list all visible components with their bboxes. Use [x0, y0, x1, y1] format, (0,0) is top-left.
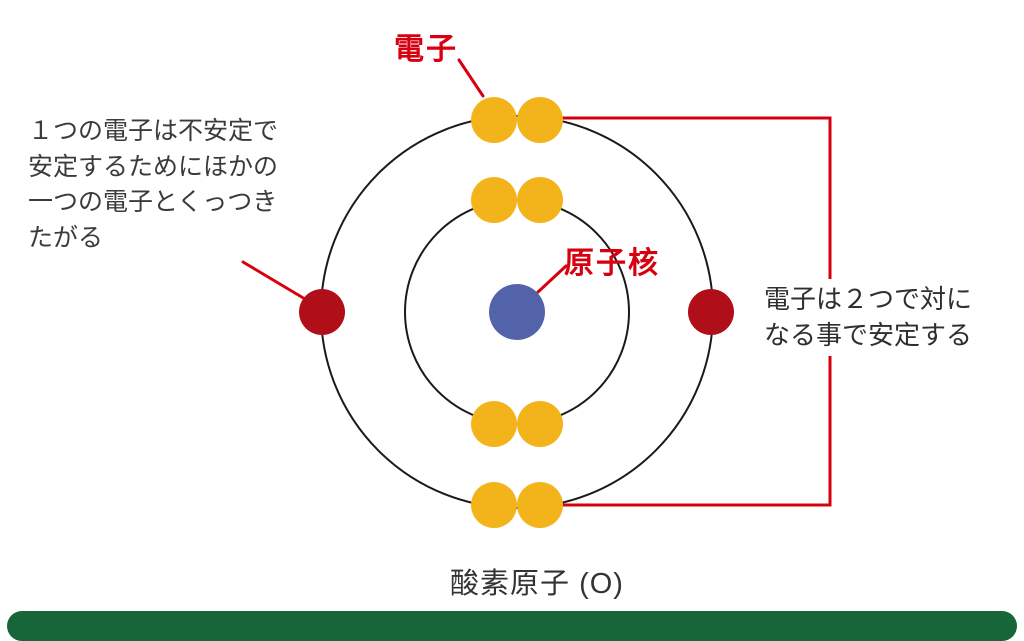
electron-yellow-inner-top-1: [471, 177, 517, 223]
diagram-canvas: 電子 原子核 １つの電子は不安定で 安定するためにほかの 一つの電子とくっつき …: [7, 33, 1017, 641]
oxygen-atom-diagram: [241, 58, 832, 528]
left-note-line: [241, 260, 307, 301]
electron-yellow-inner-top-2: [517, 177, 563, 223]
electron-yellow-outer-bottom-1: [471, 482, 517, 528]
electron-yellow-outer-top-2: [517, 97, 563, 143]
nucleus-label: 原子核: [564, 247, 660, 280]
left-annotation-text: １つの電子は不安定で 安定するためにほかの 一つの電子とくっつき たがる: [28, 117, 279, 252]
electron-yellow-inner-bottom-2: [517, 401, 563, 447]
electron-red-right: [688, 289, 734, 335]
electron-red-left: [299, 289, 345, 335]
nucleus-label-line: [536, 264, 568, 294]
electron-yellow-inner-bottom-1: [471, 401, 517, 447]
nucleus-circle: [489, 284, 545, 340]
electron-yellow-outer-top-1: [471, 97, 517, 143]
diagram-caption: 酸素原子 (O): [450, 568, 624, 600]
electron-yellow-outer-bottom-2: [517, 482, 563, 528]
right-annotation-text: 電子は２つで対に なる事で安定する: [760, 279, 1010, 356]
electron-label: 電子: [394, 33, 458, 66]
bottom-green-panel-edge: [7, 611, 1017, 641]
electron-label-line: [457, 58, 485, 98]
